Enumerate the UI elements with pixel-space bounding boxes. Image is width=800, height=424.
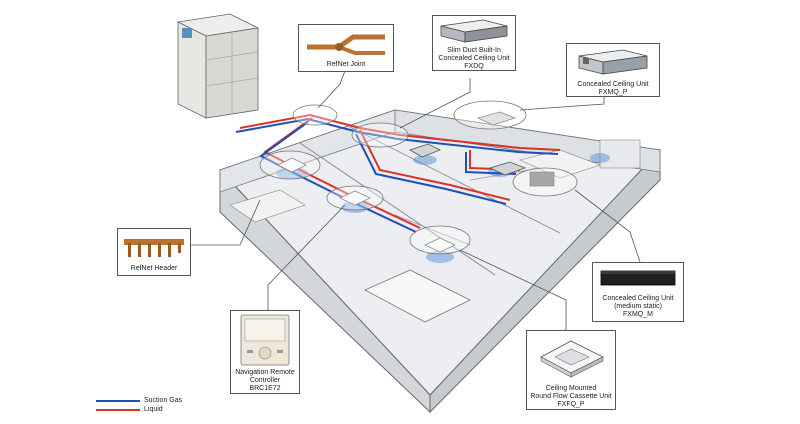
fxmq-m-line3: FXMQ_M bbox=[623, 311, 653, 318]
fxfq-p-line2: Round Flow Cassette Unit bbox=[530, 393, 612, 400]
remote-controller-icon bbox=[240, 314, 290, 366]
callout-refnet-header: RefNet Header bbox=[117, 228, 191, 276]
fxfq-p-line3: FXFQ_P bbox=[557, 401, 585, 408]
liquid-swatch bbox=[96, 409, 140, 411]
slim-duct-unit-icon bbox=[440, 19, 508, 43]
brc1e72-line2: Controller bbox=[249, 377, 281, 384]
fxfq-p-line1: Ceiling Mounted bbox=[545, 385, 597, 392]
callout-fxfq-p: Ceiling Mounted Round Flow Cassette Unit… bbox=[526, 330, 616, 410]
concealed-ceiling-unit-icon bbox=[578, 49, 648, 75]
pipe-legend: Suction Gas Liquid bbox=[96, 397, 216, 417]
brc1e72-label: Navigation Remote Controller BRC1E72 bbox=[233, 369, 297, 393]
suction-gas-label: Suction Gas bbox=[144, 397, 183, 404]
fxdq-line2: Concealed Ceiling Unit bbox=[438, 55, 510, 62]
fxmq-p-line1: Concealed Ceiling Unit bbox=[577, 81, 649, 88]
indoor-units bbox=[277, 111, 527, 253]
fxdq-line3: FXDQ bbox=[464, 63, 484, 70]
refnet-header-icon bbox=[124, 239, 184, 257]
callout-fxdq: Slim Duct Built-In Concealed Ceiling Uni… bbox=[432, 15, 516, 71]
concealed-ceiling-unit-dark-icon bbox=[600, 270, 676, 286]
brc1e72-line3: BRC1E72 bbox=[249, 385, 281, 392]
callout-brc1e72: Navigation Remote Controller BRC1E72 bbox=[230, 310, 300, 394]
cassette-unit-icon bbox=[540, 340, 604, 378]
callout-fxmq-p: Concealed Ceiling Unit FXMQ_P bbox=[566, 43, 660, 97]
refrigerant-piping bbox=[235, 113, 561, 233]
fxdq-line1: Slim Duct Built-In bbox=[447, 47, 501, 54]
building bbox=[219, 109, 662, 414]
daikin-logo-icon bbox=[182, 28, 192, 38]
brc1e72-line1: Navigation Remote bbox=[235, 369, 295, 376]
fxmq-m-line2: (medium static) bbox=[614, 303, 662, 310]
focus-ellipses bbox=[259, 100, 578, 255]
fxdq-label: Slim Duct Built-In Concealed Ceiling Uni… bbox=[435, 47, 513, 71]
fxmq-m-line1: Concealed Ceiling Unit bbox=[602, 295, 674, 302]
refnet-joint-label: RefNet Joint bbox=[326, 61, 366, 68]
fxmq-p-line2: FXMQ_P bbox=[598, 89, 628, 96]
outdoor-unit bbox=[176, 13, 260, 119]
fxmq-m-label: Concealed Ceiling Unit (medium static) F… bbox=[595, 295, 681, 319]
liquid-label: Liquid bbox=[144, 406, 163, 413]
fxmq-p-label: Concealed Ceiling Unit FXMQ_P bbox=[569, 81, 657, 97]
refnet-header-label: RefNet Header bbox=[130, 265, 178, 272]
callout-fxmq-m: Concealed Ceiling Unit (medium static) F… bbox=[592, 262, 684, 322]
fxfq-p-label: Ceiling Mounted Round Flow Cassette Unit… bbox=[529, 385, 613, 409]
suction-gas-swatch bbox=[96, 400, 140, 402]
refnet-joint-icon bbox=[307, 34, 385, 55]
callout-refnet-joint: RefNet Joint bbox=[298, 24, 394, 72]
